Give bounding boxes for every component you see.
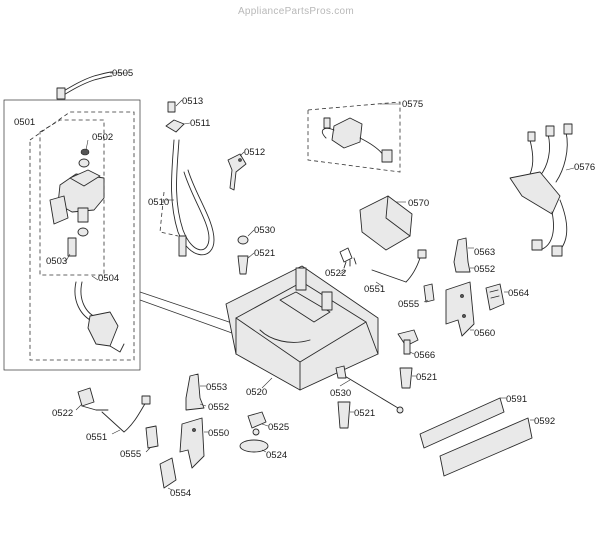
label-0553: 0553 [206, 382, 227, 393]
spring-0522-right [339, 247, 357, 275]
label-0513: 0513 [182, 96, 203, 107]
panel-0591 [419, 397, 506, 449]
base-tub-0520 [225, 265, 379, 391]
label-0512: 0512 [244, 147, 265, 158]
group-0575 [307, 101, 401, 173]
group-0501-frame [3, 99, 233, 371]
bracket-0560 [445, 281, 475, 337]
label-0560: 0560 [474, 328, 495, 339]
label-0521-right: 0521 [416, 372, 437, 383]
part-0525 [247, 411, 269, 436]
label-0551-left: 0551 [86, 432, 107, 443]
label-0504: 0504 [98, 273, 119, 284]
water-valve-assembly [49, 139, 105, 262]
foot-0566 [397, 329, 419, 355]
part-labels: 0505 0501 0502 0503 0504 0513 0511 0512 … [14, 68, 595, 499]
screws-center [237, 229, 255, 275]
label-0520: 0520 [246, 387, 267, 398]
label-0505: 0505 [112, 68, 133, 79]
label-0555-left: 0555 [120, 449, 141, 460]
label-0502: 0502 [92, 132, 113, 143]
part-0555-right [423, 283, 435, 303]
label-0552-right: 0552 [474, 264, 495, 275]
label-0570: 0570 [408, 198, 429, 209]
label-0521-top: 0521 [254, 248, 275, 259]
label-0551-right: 0551 [364, 284, 385, 295]
label-0555-right: 0555 [398, 299, 419, 310]
label-0503: 0503 [46, 256, 67, 267]
label-0511: 0511 [190, 118, 210, 129]
label-0563: 0563 [474, 247, 495, 258]
label-0530-top: 0530 [254, 225, 275, 236]
label-0550: 0550 [208, 428, 229, 439]
label-0524: 0524 [266, 450, 287, 461]
bracket-0553 [185, 373, 207, 411]
latch-0564 [485, 283, 508, 311]
bracket-0550 [179, 417, 208, 469]
rod-0551-right [371, 249, 427, 287]
hose-part-0504 [74, 275, 125, 353]
screws-lower [337, 367, 416, 429]
part-0555-left [145, 425, 159, 453]
label-0564: 0564 [508, 288, 529, 299]
inlet-hose-0505 [56, 71, 128, 100]
disc-0524 [239, 439, 269, 453]
label-0525: 0525 [268, 422, 289, 433]
label-0522-left: 0522 [52, 408, 73, 419]
watermark: AppliancePartsPros.com [238, 6, 354, 17]
label-0522-right: 0522 [325, 268, 346, 279]
bracket-0563 [453, 237, 474, 273]
label-0566: 0566 [414, 350, 435, 361]
bracket-0512 [227, 151, 247, 191]
parts-0511-0513 [165, 99, 191, 133]
label-0575: 0575 [402, 99, 423, 110]
label-0530-mid: 0530 [330, 388, 351, 399]
label-0510: 0510 [148, 197, 169, 208]
label-0592: 0592 [534, 416, 555, 427]
rod-0551-left [101, 395, 151, 435]
panel-0592 [439, 417, 534, 477]
label-0521-lower: 0521 [354, 408, 375, 419]
fill-hose-0510 [159, 139, 215, 257]
label-0501: 0501 [14, 117, 35, 128]
part-0554 [159, 457, 177, 491]
label-0576: 0576 [574, 162, 595, 173]
wiring-harness-0576 [509, 123, 575, 257]
module-0570 [359, 195, 413, 251]
spring-0522-left [75, 387, 109, 411]
label-0552-left: 0552 [208, 402, 229, 413]
label-0554: 0554 [170, 488, 191, 499]
rod-0530-mid [335, 365, 404, 414]
label-0591: 0591 [506, 394, 527, 405]
